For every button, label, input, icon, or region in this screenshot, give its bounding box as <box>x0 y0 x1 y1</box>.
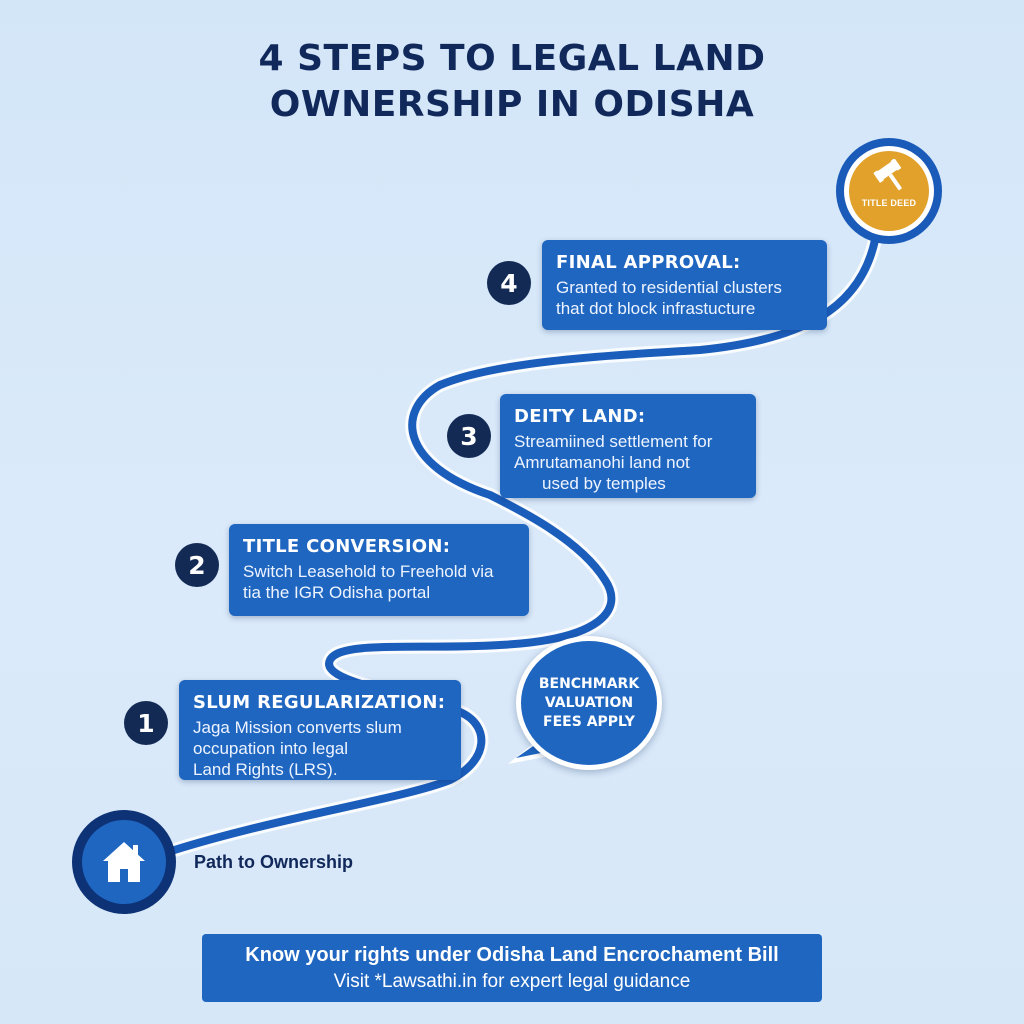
step-2-number: 2 <box>175 543 219 587</box>
step-3-heading: DEITY LAND: <box>514 406 646 427</box>
step-4-heading: FINAL APPROVAL: <box>556 252 741 273</box>
step-3-number: 3 <box>447 414 491 458</box>
step-2-line-2: tia the IGR Odisha portal <box>243 583 431 602</box>
callout-line-1: BENCHMARK <box>538 675 640 692</box>
step-1-line-1: Jaga Mission converts slum <box>193 718 402 737</box>
footer-line-1: Know your rights under Odisha Land Encro… <box>245 944 779 966</box>
title-line-1: 4 STEPS TO LEGAL LAND <box>258 38 766 79</box>
page-title: 4 STEPS TO LEGAL LAND OWNERSHIP IN ODISH… <box>0 36 1024 128</box>
house-icon <box>103 842 145 882</box>
step-card-4: FINAL APPROVAL: Granted to residential c… <box>542 240 827 330</box>
step-4-number: 4 <box>487 261 531 305</box>
step-1-line-3: Land Rights (LRS). <box>193 760 338 779</box>
title-deed-badge: TITLE DEED <box>836 138 942 244</box>
step-card-2: TITLE CONVERSION: Switch Leasehold to Fr… <box>229 524 529 616</box>
callout-line-3: FEES APPLY <box>543 713 635 730</box>
footer-line-2: Visit *Lawsathi.in for expert legal guid… <box>333 971 691 992</box>
step-3-line-2: Amrutamanohi land not <box>514 453 690 472</box>
gavel-icon <box>873 159 902 191</box>
step-4-line-1: Granted to residential clusters <box>556 278 782 297</box>
footer-banner: Know your rights under Odisha Land Encro… <box>202 934 822 1002</box>
step-3-line-1: Streamiined settlement for <box>514 432 713 451</box>
title-line-2: OWNERSHIP IN ODISHA <box>269 84 755 125</box>
start-label: Path to Ownership <box>194 852 354 872</box>
start-home-badge <box>72 810 176 914</box>
title-deed-label: TITLE DEED <box>861 198 917 208</box>
valuation-callout-bubble: BENCHMARK VALUATION FEES APPLY <box>516 636 662 770</box>
step-2-heading: TITLE CONVERSION: <box>243 536 451 557</box>
step-card-1: SLUM REGULARIZATION: Jaga Mission conver… <box>179 680 461 780</box>
step-1-number: 1 <box>124 701 168 745</box>
step-3-line-3: used by temples <box>542 474 666 493</box>
step-4-line-2: that dot block infrastucture <box>556 299 756 318</box>
step-2-line-1: Switch Leasehold to Freehold via <box>243 562 494 581</box>
step-1-line-2: occupation into legal <box>193 739 349 758</box>
callout-line-2: VALUATION <box>544 694 634 711</box>
step-card-3: DEITY LAND: Streamiined settlement for A… <box>500 394 756 498</box>
step-1-heading: SLUM REGULARIZATION: <box>193 692 446 713</box>
